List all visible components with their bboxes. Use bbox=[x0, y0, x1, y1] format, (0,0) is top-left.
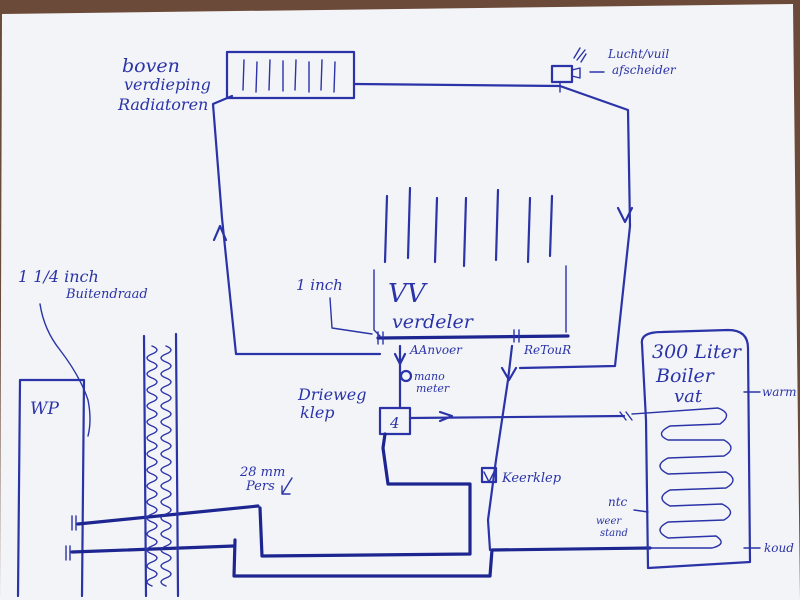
check-valve bbox=[480, 466, 498, 484]
label-boiler: Boiler bbox=[655, 365, 716, 387]
label-300-liter: 300 Liter bbox=[652, 341, 743, 363]
label-radiatoren: Radiatoren bbox=[117, 95, 208, 114]
wp-return-line bbox=[70, 544, 236, 554]
label-klep: klep bbox=[300, 403, 335, 422]
label-mano: mano bbox=[414, 370, 445, 383]
boiler-coil bbox=[631, 407, 734, 549]
air-dirt-separator bbox=[550, 47, 587, 93]
upstairs-return-pipe bbox=[352, 82, 632, 370]
upstairs-supply-pipe bbox=[211, 94, 382, 356]
label-koud: koud bbox=[764, 541, 794, 555]
label-valve-number: 4 bbox=[389, 414, 400, 432]
label-lucht: Lucht/vuil bbox=[607, 47, 669, 61]
label-weer: weer bbox=[596, 516, 622, 527]
upstairs-supply-arrow bbox=[212, 224, 228, 242]
label-stand: stand bbox=[600, 528, 628, 539]
distributor-box bbox=[373, 265, 567, 337]
label-vat: vat bbox=[674, 386, 703, 407]
label-one-inch: 1 inch bbox=[296, 276, 343, 294]
label-verdeler: verdeler bbox=[392, 311, 475, 333]
wall-insulation bbox=[142, 332, 180, 598]
boiler-tank bbox=[640, 328, 752, 570]
label-wp: WP bbox=[30, 399, 59, 419]
label-vv: VV bbox=[388, 279, 428, 309]
heatpump-supply-pipe bbox=[232, 538, 652, 578]
label-boven: boven bbox=[122, 55, 180, 77]
wp-supply-line bbox=[76, 504, 260, 526]
label-warm: warm bbox=[762, 385, 797, 399]
label-afscheider: afscheider bbox=[612, 63, 677, 77]
upstairs-radiator bbox=[225, 50, 356, 100]
heatpump-return-pipe bbox=[258, 432, 472, 558]
label-inch: 1 1/4 inch bbox=[18, 267, 99, 286]
three-way-valve bbox=[378, 406, 412, 436]
label-drieweg: Drieweg bbox=[297, 385, 366, 404]
label-28mm: 28 mm bbox=[239, 465, 285, 480]
label-keerklep: Keerklep bbox=[501, 471, 562, 486]
return-line-pipe bbox=[486, 344, 514, 552]
underfloor-loops bbox=[383, 186, 554, 268]
label-buitendraad: Buitendraad bbox=[65, 287, 148, 302]
manometer bbox=[399, 369, 413, 383]
label-verdieping: verdieping bbox=[124, 75, 211, 94]
label-meter: meter bbox=[416, 382, 450, 395]
upstairs-return-arrow bbox=[616, 206, 634, 224]
paper-sheet bbox=[0, 4, 800, 600]
label-retour: ReTouR bbox=[523, 343, 571, 357]
distributor-bar bbox=[376, 334, 570, 340]
label-pers: Pers bbox=[245, 479, 275, 494]
label-aanvoer: AAnvoer bbox=[409, 343, 463, 357]
label-ntc: ntc bbox=[608, 495, 628, 509]
